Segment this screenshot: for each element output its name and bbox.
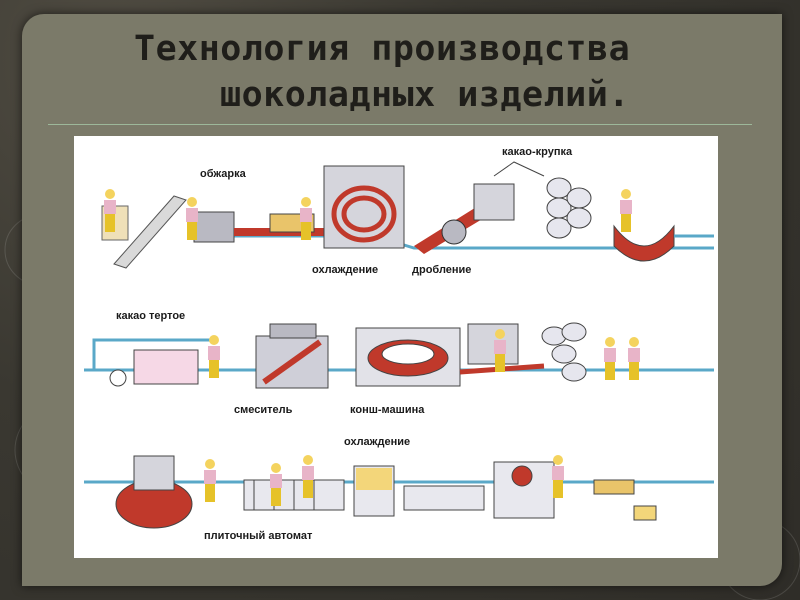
label-cocoa-nibs: какао-крупка (502, 146, 573, 158)
title-line-1: Технология производства (134, 29, 631, 69)
process-illustration (84, 161, 714, 529)
process-diagram: обжарка какао-крупка охлаждение дроблени… (74, 136, 718, 558)
label-roasting: обжарка (200, 168, 246, 180)
label-bar-machine: плиточный автомат (204, 530, 313, 542)
row-1-processing-line (101, 161, 714, 269)
row-2-mixing-line (84, 322, 714, 389)
row-3-moulding-line (84, 455, 714, 529)
workers (104, 189, 640, 506)
slide-title: Технология производства шоколадных издел… (134, 26, 774, 118)
label-cooling-2: охлаждение (344, 436, 411, 448)
title-divider (48, 124, 752, 125)
label-conche: конш-машина (350, 404, 425, 416)
label-mixer: смеситель (234, 404, 293, 416)
label-cocoa-liquor: какао тертое (116, 310, 186, 322)
title-line-2: шоколадных изделий. (220, 75, 630, 115)
label-cooling-1: охлаждение (312, 264, 379, 276)
label-crushing: дробление (412, 264, 472, 276)
